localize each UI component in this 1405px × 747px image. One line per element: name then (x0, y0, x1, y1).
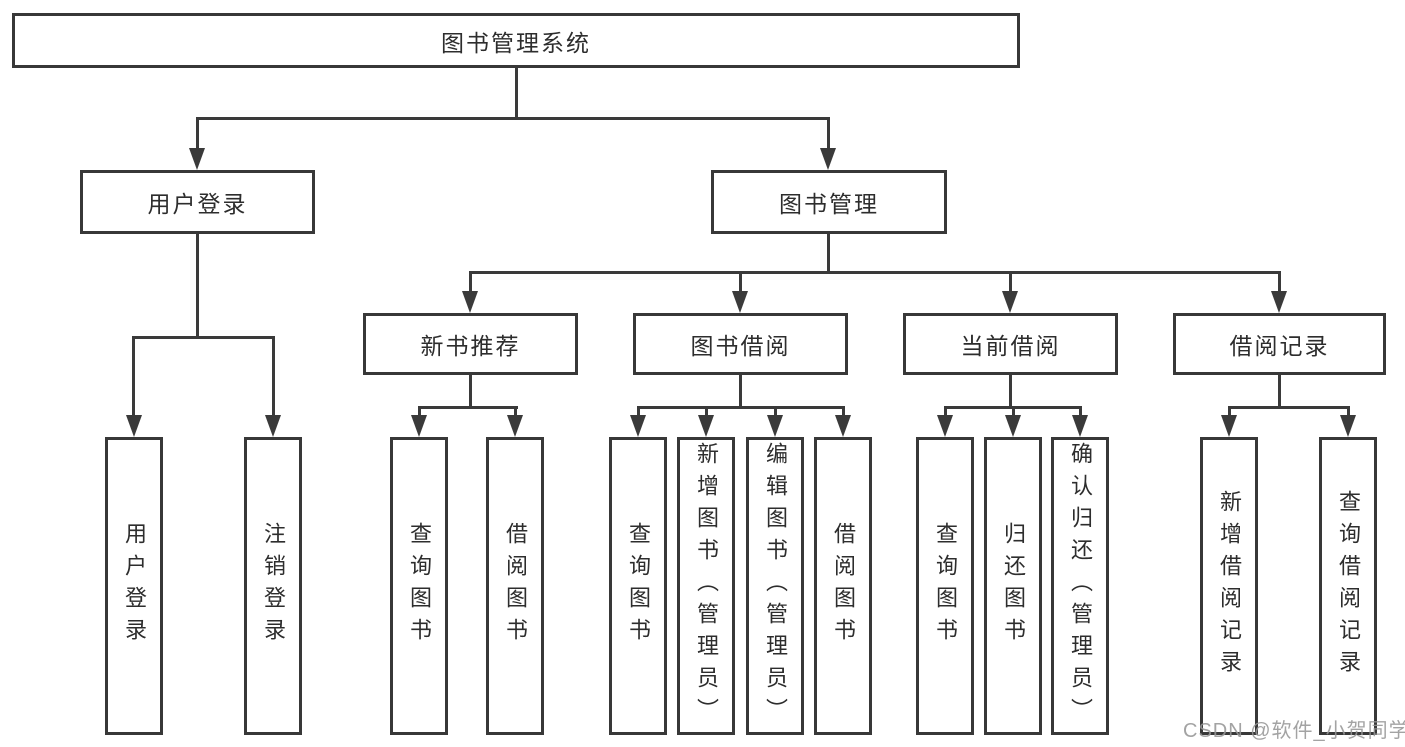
arrowhead-down-icon (265, 415, 281, 437)
node-label: 新增借阅记录 (1217, 490, 1242, 682)
connector-line (739, 271, 742, 293)
node-leaf-query-books-recommend: 查询图书 (390, 437, 448, 735)
connector-line (514, 406, 517, 417)
connector-line (1228, 406, 1350, 409)
node-label: 归还图书 (1001, 522, 1026, 650)
connector-line (1278, 271, 1281, 293)
connector-line (418, 406, 518, 409)
arrowhead-down-icon (126, 415, 142, 437)
node-label: 新书推荐 (420, 333, 521, 359)
connector-line (1228, 406, 1231, 417)
node-label: 查询图书 (407, 522, 432, 650)
arrowhead-down-icon (189, 148, 205, 170)
node-label: 借阅图书 (831, 522, 856, 650)
node-new-book-recommend: 新书推荐 (363, 313, 578, 375)
node-label: 用户登录 (122, 522, 147, 650)
csdn-watermark: CSDN @软件_小贺同学 (1183, 720, 1405, 742)
connector-line (418, 406, 421, 417)
node-leaf-user-login: 用户登录 (105, 437, 163, 735)
arrowhead-down-icon (1221, 415, 1237, 437)
arrowhead-down-icon (767, 415, 783, 437)
node-leaf-borrow-books: 借阅图书 (814, 437, 872, 735)
node-user-login: 用户登录 (80, 170, 315, 234)
node-label: 查询图书 (933, 522, 958, 650)
connector-line (469, 271, 1281, 274)
node-label: 新增图书（管理员） (694, 442, 719, 730)
node-leaf-add-books-admin: 新增图书（管理员） (677, 437, 735, 735)
node-current-borrowing: 当前借阅 (903, 313, 1118, 375)
node-label: 注销登录 (261, 522, 286, 650)
connector-line (196, 117, 830, 120)
node-leaf-query-books-current: 查询图书 (916, 437, 974, 735)
connector-line (132, 336, 275, 339)
node-label: 借阅记录 (1229, 333, 1330, 359)
connector-line (774, 406, 777, 417)
arrowhead-down-icon (630, 415, 646, 437)
node-label: 图书借阅 (690, 333, 791, 359)
arrowhead-down-icon (1072, 415, 1088, 437)
connector-line (842, 406, 845, 417)
connector-line (132, 336, 135, 416)
arrowhead-down-icon (1271, 291, 1287, 313)
node-leaf-query-borrow-record: 查询借阅记录 (1319, 437, 1377, 735)
arrowhead-down-icon (1002, 291, 1018, 313)
arrowhead-down-icon (937, 415, 953, 437)
node-leaf-return-books: 归还图书 (984, 437, 1042, 735)
node-label: 图书管理 (779, 191, 879, 217)
connector-line (827, 234, 830, 274)
node-label: 图书管理系统 (441, 29, 591, 56)
arrowhead-down-icon (1340, 415, 1356, 437)
node-label: 确认归还（管理员） (1068, 442, 1093, 730)
connector-line (1012, 406, 1015, 417)
connector-line (196, 117, 199, 150)
node-book-borrowing: 图书借阅 (633, 313, 848, 375)
node-root-library-system: 图书管理系统 (12, 13, 1020, 68)
arrowhead-down-icon (507, 415, 523, 437)
arrowhead-down-icon (462, 291, 478, 313)
node-label: 当前借阅 (960, 333, 1061, 359)
node-label: 用户登录 (147, 191, 248, 217)
connector-line (739, 375, 742, 409)
node-label: 查询借阅记录 (1336, 490, 1361, 682)
arrowhead-down-icon (820, 148, 836, 170)
node-label: 借阅图书 (503, 522, 528, 650)
arrowhead-down-icon (835, 415, 851, 437)
node-leaf-logout: 注销登录 (244, 437, 302, 735)
connector-line (196, 234, 199, 338)
node-leaf-edit-books-admin: 编辑图书（管理员） (746, 437, 804, 735)
node-borrow-records: 借阅记录 (1173, 313, 1386, 375)
node-leaf-query-books-borrowing: 查询图书 (609, 437, 667, 735)
node-label: 编辑图书（管理员） (763, 442, 788, 730)
connector-line (515, 68, 518, 118)
connector-line (637, 406, 640, 417)
arrowhead-down-icon (732, 291, 748, 313)
connector-line (1079, 406, 1082, 417)
connector-line (1009, 271, 1012, 293)
connector-line (637, 406, 845, 409)
arrowhead-down-icon (1005, 415, 1021, 437)
node-book-management: 图书管理 (711, 170, 947, 234)
connector-line (1009, 375, 1012, 409)
connector-line (272, 336, 275, 416)
connector-line (1278, 375, 1281, 409)
node-label: 查询图书 (626, 522, 651, 650)
connector-line (1347, 406, 1350, 417)
node-leaf-add-borrow-record: 新增借阅记录 (1200, 437, 1258, 735)
connector-line (944, 406, 947, 417)
connector-line (705, 406, 708, 417)
arrowhead-down-icon (411, 415, 427, 437)
arrowhead-down-icon (698, 415, 714, 437)
connector-line (469, 375, 472, 409)
connector-line (827, 117, 830, 150)
node-leaf-confirm-return-admin: 确认归还（管理员） (1051, 437, 1109, 735)
connector-line (469, 271, 472, 293)
node-leaf-borrow-books-recommend: 借阅图书 (486, 437, 544, 735)
